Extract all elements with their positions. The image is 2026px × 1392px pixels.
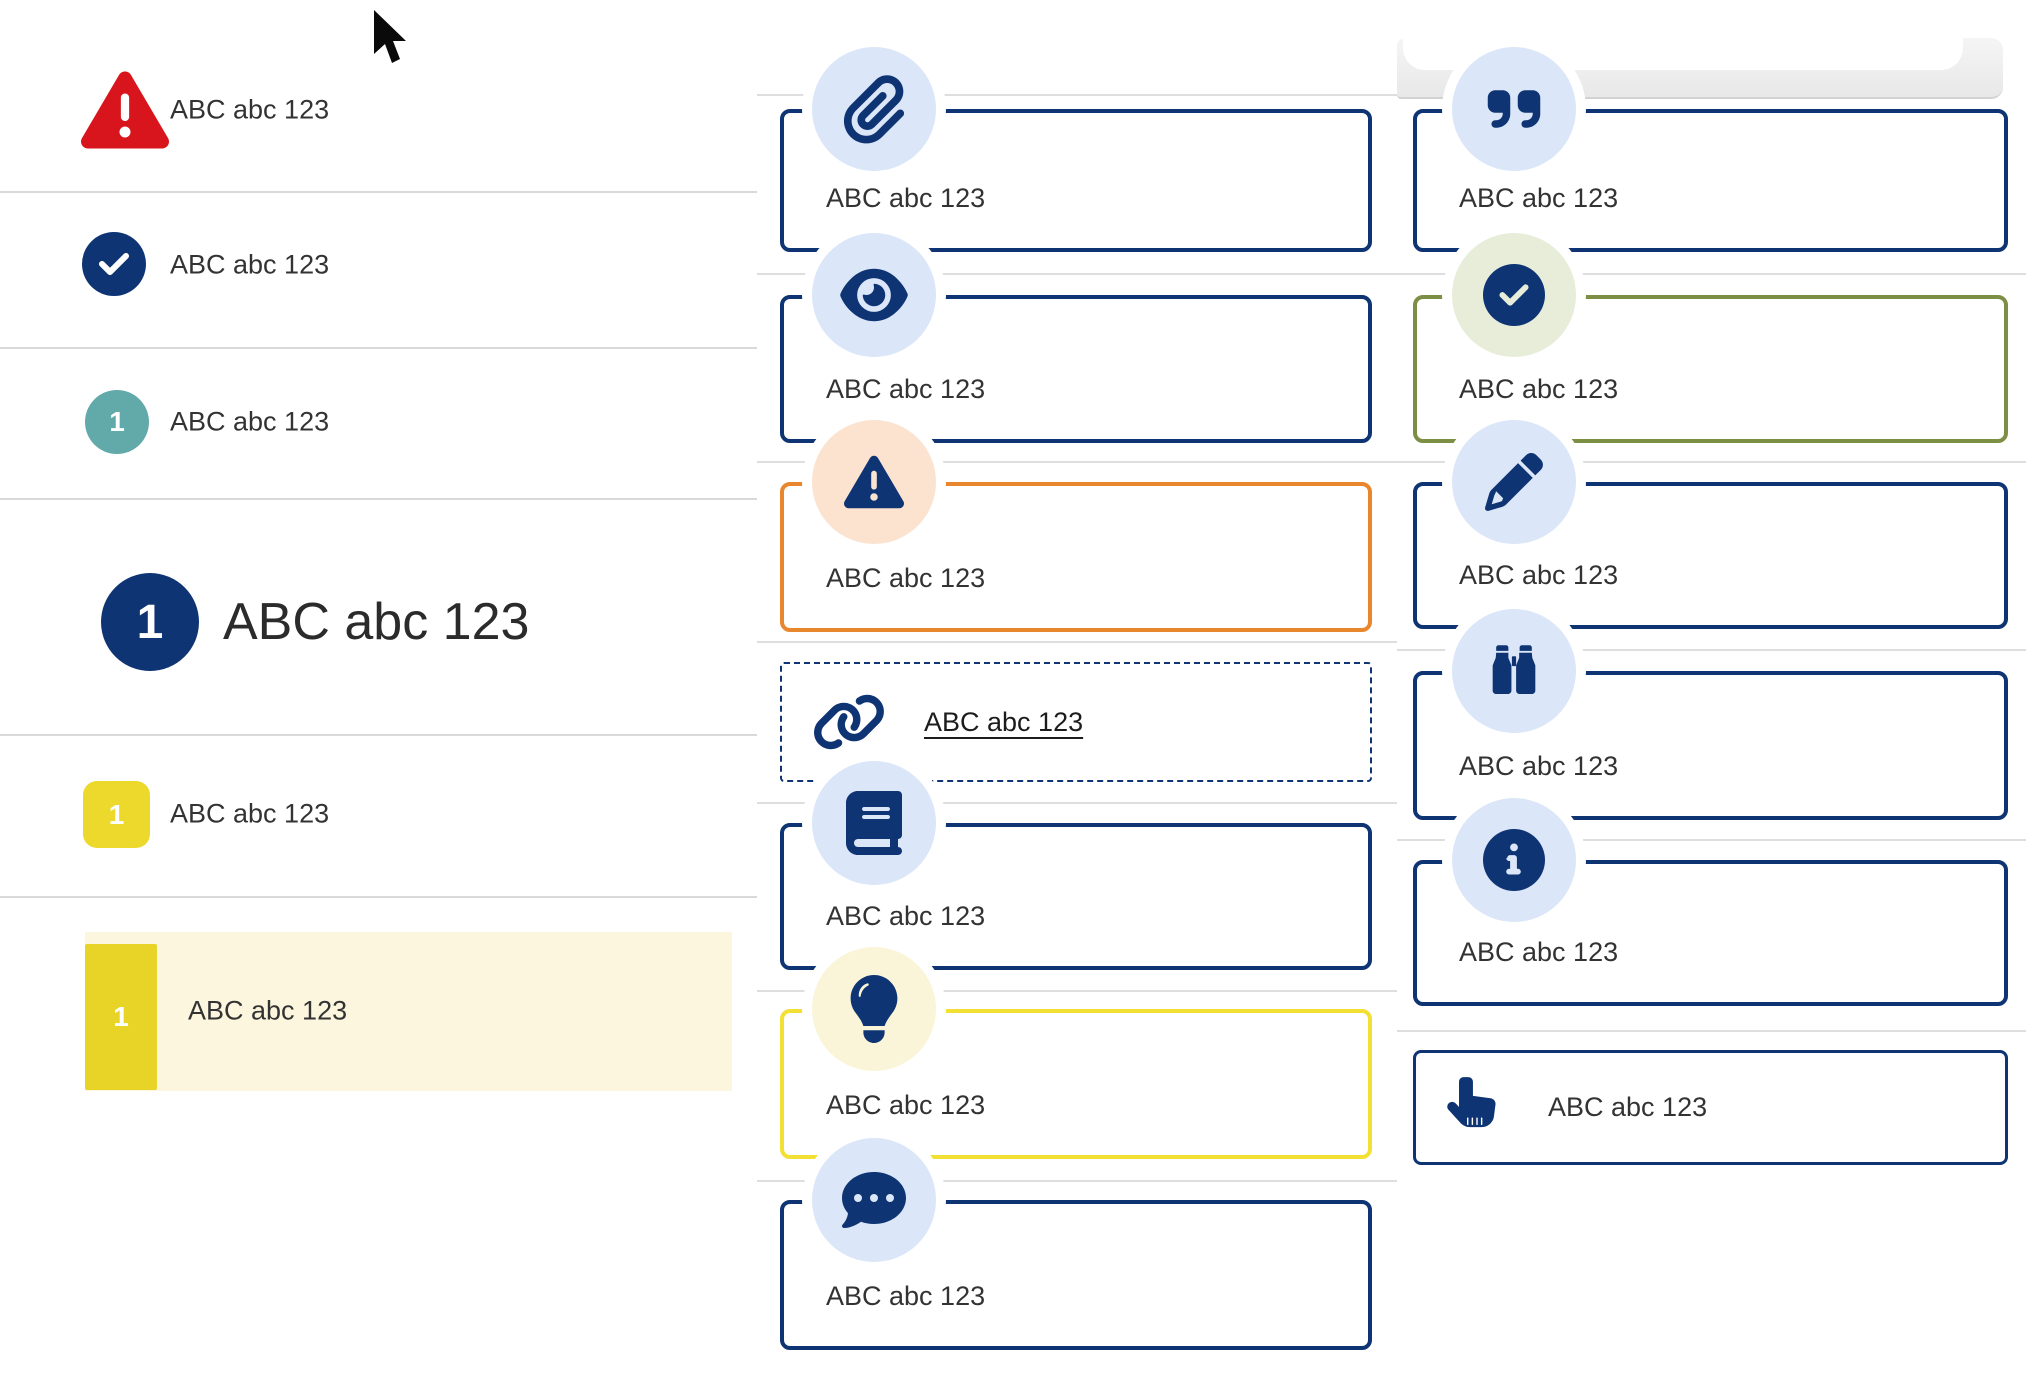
- separator: [1397, 1030, 2026, 1032]
- lightbulb-icon: [812, 947, 936, 1071]
- card-approved[interactable]: ABC abc 123: [1413, 233, 2008, 443]
- card-label: ABC abc 123: [1548, 1092, 1708, 1122]
- list-item-success[interactable]: ABC abc 123: [0, 191, 757, 347]
- card-info[interactable]: ABC abc 123: [1413, 798, 2008, 1006]
- card-label: ABC abc 123: [826, 1281, 986, 1311]
- separator: [1397, 461, 2026, 463]
- divider: [0, 896, 757, 898]
- separator: [1397, 839, 2026, 841]
- card-edit[interactable]: ABC abc 123: [1413, 420, 2008, 629]
- step-number-badge: 1: [85, 390, 149, 454]
- list-item-label: ABC abc 123: [188, 995, 348, 1026]
- divider: [0, 498, 757, 500]
- list-item-label: ABC abc 123: [170, 406, 330, 437]
- card-quote[interactable]: ABC abc 123: [1413, 47, 2008, 252]
- divider: [0, 734, 757, 736]
- divider: [0, 347, 757, 349]
- separator: [1397, 649, 2026, 651]
- card-label: ABC abc 123: [1459, 183, 1619, 213]
- separator: [757, 1180, 1397, 1182]
- triangle-exclamation-icon: [78, 66, 172, 154]
- separator: [757, 94, 1397, 96]
- card-label: ABC abc 123: [1459, 937, 1619, 967]
- card-label: ABC abc 123: [826, 901, 986, 931]
- card-tip[interactable]: ABC abc 123: [780, 947, 1372, 1159]
- binoculars-icon: [1452, 609, 1576, 733]
- list-item-step-yellow[interactable]: 1 ABC abc 123: [0, 734, 757, 896]
- list-item-label: ABC abc 123: [170, 94, 330, 125]
- card-search[interactable]: ABC abc 123: [1413, 609, 2008, 820]
- step-number-badge: 1: [101, 573, 199, 671]
- quote-right-icon: [1452, 47, 1576, 171]
- circle-info-icon: [1452, 798, 1576, 922]
- card-label: ABC abc 123: [826, 374, 986, 404]
- card-label: ABC abc 123: [1459, 374, 1619, 404]
- divider: [0, 191, 757, 193]
- triangle-exclamation-icon: [812, 420, 936, 544]
- separator: [757, 273, 1397, 275]
- card-warning[interactable]: ABC abc 123: [780, 420, 1372, 632]
- list-item-alert[interactable]: ABC abc 123: [0, 0, 757, 191]
- card-comment[interactable]: ABC abc 123: [780, 1138, 1372, 1350]
- paperclip-icon: [812, 47, 936, 171]
- card-label: ABC abc 123: [826, 563, 986, 593]
- mouse-pointer-icon: [366, 6, 412, 70]
- separator: [757, 802, 1397, 804]
- separator: [757, 641, 1397, 643]
- comment-dots-icon: [812, 1138, 936, 1262]
- list-item-label: ABC abc 123: [170, 249, 330, 280]
- card-label: ABC abc 123: [1459, 560, 1619, 590]
- list-item-label: ABC abc 123: [170, 798, 330, 829]
- card-book[interactable]: ABC abc 123: [780, 761, 1372, 970]
- list-item-step-yellow-highlighted[interactable]: 1 ABC abc 123: [0, 896, 757, 1130]
- row-highlight: [85, 932, 732, 1091]
- eye-icon: [812, 233, 936, 357]
- circle-check-icon: [82, 232, 146, 296]
- step-number-badge: 1: [85, 944, 157, 1090]
- list-item-step-large[interactable]: 1 ABC abc 123: [0, 498, 757, 734]
- card-link-text[interactable]: ABC abc 123: [924, 706, 1084, 737]
- pencil-icon: [1452, 420, 1576, 544]
- link-icon: [812, 692, 886, 752]
- hand-point-up-icon: [1444, 1075, 1506, 1141]
- card-action[interactable]: ABC abc 123: [1413, 1050, 2008, 1165]
- book-icon: [812, 761, 936, 885]
- step-number-badge: 1: [83, 781, 150, 848]
- list-item-step-teal[interactable]: 1 ABC abc 123: [0, 347, 757, 498]
- card-label: ABC abc 123: [826, 183, 986, 213]
- card-label: ABC abc 123: [1459, 751, 1619, 781]
- card-visibility[interactable]: ABC abc 123: [780, 233, 1372, 443]
- list-item-label: ABC abc 123: [223, 593, 530, 651]
- separator: [757, 990, 1397, 992]
- separator: [1397, 273, 2026, 275]
- circle-check-icon: [1452, 233, 1576, 357]
- card-label: ABC abc 123: [826, 1090, 986, 1120]
- separator: [757, 461, 1397, 463]
- card-attachment[interactable]: ABC abc 123: [780, 47, 1372, 252]
